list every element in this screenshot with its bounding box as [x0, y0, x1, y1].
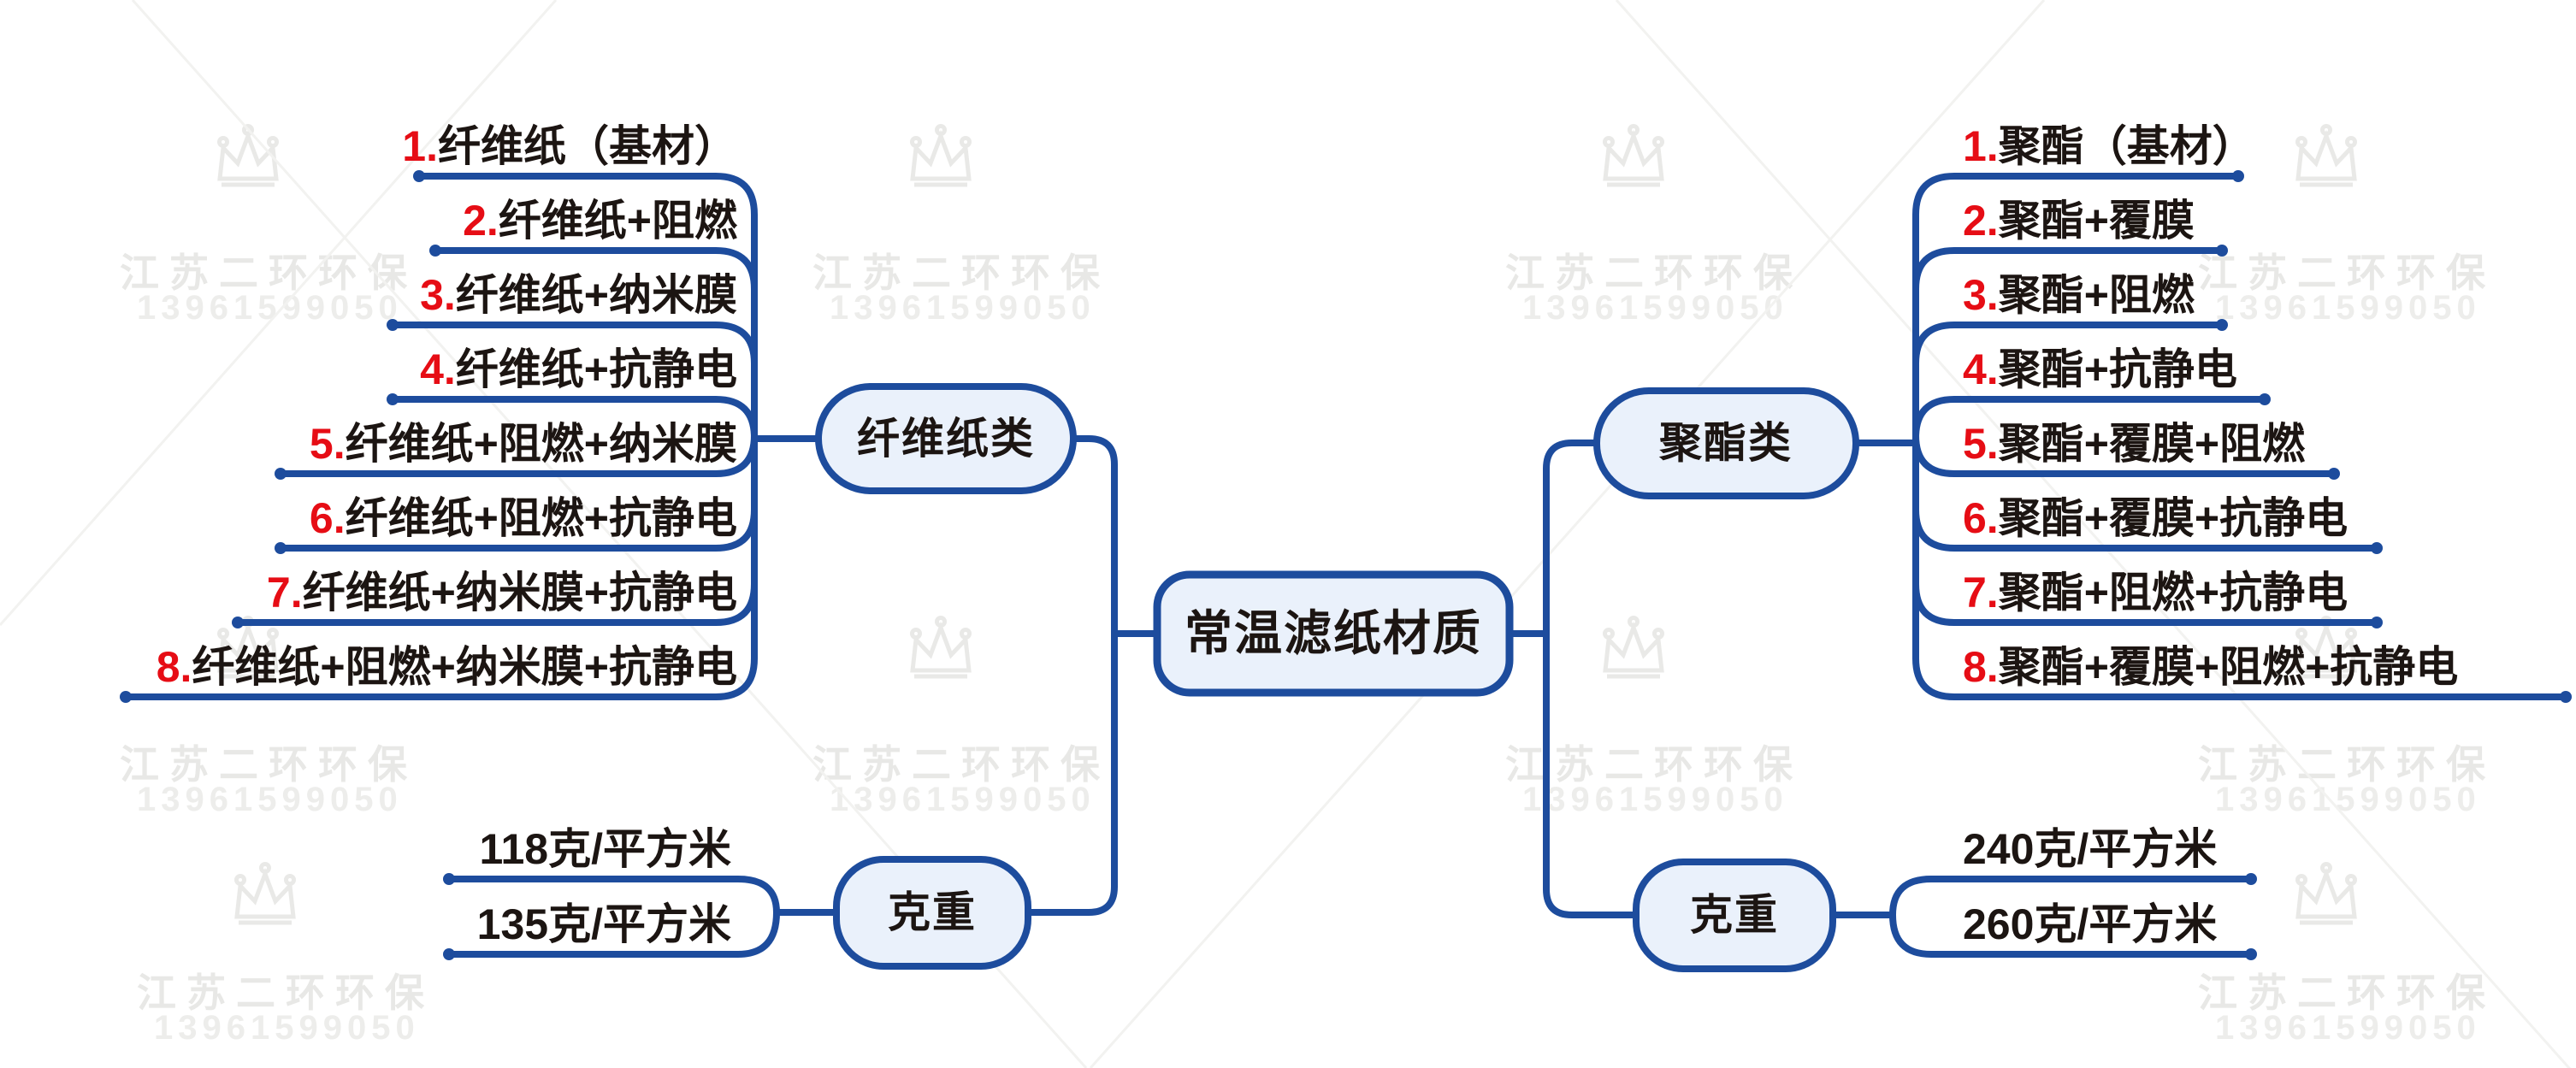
line-end-dots [120, 170, 2572, 960]
central-topic-label: 常温滤纸材质 [1185, 606, 1482, 660]
polyester-item-8: 8.聚酯+覆膜+阻燃+抗静电 [1963, 643, 2459, 691]
node-shapes [815, 383, 1859, 972]
fiber-item-1: 1.纤维纸（基材） [402, 122, 737, 170]
fiber-item-3: 3.纤维纸+纳米膜 [420, 271, 737, 319]
watermark-company: 江苏二环环保 [812, 742, 1110, 787]
watermark-company: 江苏二环环保 [1505, 742, 1803, 787]
watermark-company: 江苏二环环保 [812, 251, 1110, 295]
left-weight-node-shape [833, 856, 1031, 970]
fiber-item-2: 2.纤维纸+阻燃 [463, 197, 737, 245]
polyester-item-2: 2.聚酯+覆膜 [1963, 197, 2195, 245]
watermark-company: 江苏二环环保 [120, 251, 417, 295]
right-weight-node-shape [1633, 859, 1836, 972]
crown-icon [910, 124, 972, 187]
watermark-company: 江苏二环环保 [2198, 742, 2496, 787]
watermark-phone: 13961599050 [1522, 781, 1788, 818]
watermark-company: 江苏二环环保 [2198, 251, 2496, 295]
watermark-phone: 13961599050 [154, 1009, 420, 1047]
left-weight-value-2: 135克/平方米 [476, 900, 731, 948]
central-node-shape [1153, 570, 1514, 697]
watermark-company: 江苏二环环保 [120, 742, 417, 787]
fiber-branch-label: 纤维纸类 [857, 415, 1035, 463]
polyester-branch-label: 聚酯类 [1659, 419, 1793, 467]
crown-icon [217, 124, 279, 187]
left-weight-label: 克重 [888, 888, 977, 936]
fiber-item-6: 6.纤维纸+阻燃+抗静电 [309, 494, 737, 542]
right-weight-value-1: 240克/平方米 [1963, 825, 2218, 873]
watermark-phone: 13961599050 [830, 781, 1096, 818]
right-weight-value-2: 260克/平方米 [1963, 900, 2218, 948]
connector-paths [122, 173, 2569, 958]
watermark-phone: 13961599050 [2215, 781, 2481, 818]
fiber-item-4: 4.纤维纸+抗静电 [420, 345, 737, 393]
polyester-item-5: 5.聚酯+覆膜+阻燃 [1963, 420, 2306, 468]
watermark-phone: 13961599050 [137, 781, 403, 818]
polyester-item-7: 7.聚酯+阻燃+抗静电 [1963, 569, 2349, 617]
crown-icon [1603, 616, 1664, 679]
watermark-company: 江苏二环环保 [137, 971, 434, 1015]
fiber-item-7: 7.纤维纸+纳米膜+抗静电 [266, 569, 737, 617]
polyester-branch-node-shape [1593, 387, 1859, 499]
polyester-item-4: 4.聚酯+抗静电 [1963, 345, 2237, 393]
polyester-item-3: 3.聚酯+阻燃 [1963, 271, 2195, 319]
watermark-phone: 13961599050 [137, 289, 403, 327]
watermark-phone: 13961599050 [2215, 1009, 2481, 1047]
fiber-item-5: 5.纤维纸+阻燃+纳米膜 [309, 420, 737, 468]
crown-icon [2295, 124, 2357, 187]
watermark-phone: 13961599050 [1522, 289, 1788, 327]
left-weight-value-1: 118克/平方米 [479, 825, 731, 873]
crown-icon [1603, 124, 1664, 187]
crown-icon [910, 616, 972, 679]
crown-icon [234, 862, 296, 925]
polyester-item-1: 1.聚酯（基材） [1963, 122, 2255, 170]
fiber-item-8: 8.纤维纸+阻燃+纳米膜+抗静电 [156, 643, 737, 691]
fiber-branch-node-shape [815, 383, 1077, 494]
crown-icon [2295, 862, 2357, 925]
watermark-phone: 13961599050 [830, 289, 1096, 327]
polyester-item-6: 6.聚酯+覆膜+抗静电 [1963, 494, 2349, 542]
watermark-company: 江苏二环环保 [2198, 971, 2496, 1015]
watermark-company: 江苏二环环保 [1505, 251, 1803, 295]
right-weight-label: 克重 [1690, 891, 1779, 939]
watermark-phone: 13961599050 [2215, 289, 2481, 327]
